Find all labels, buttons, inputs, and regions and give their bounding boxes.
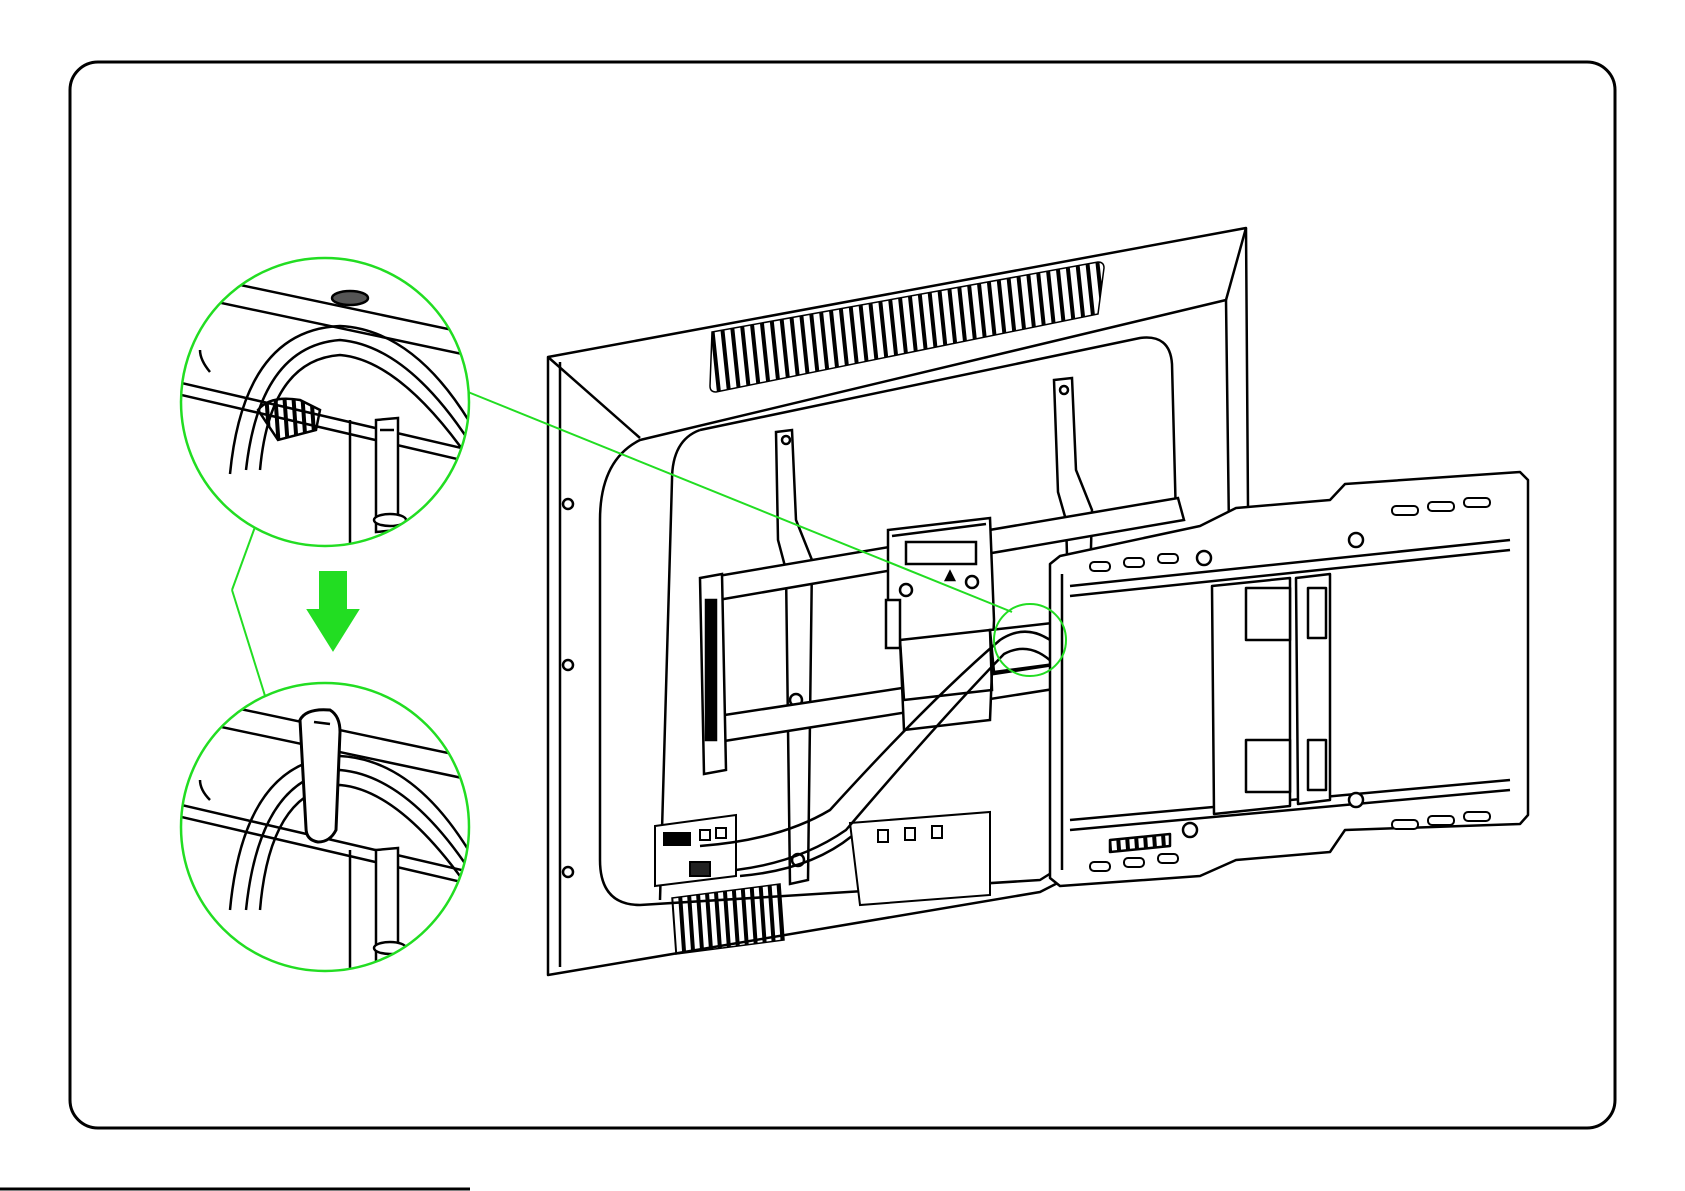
arrow-down-icon [308, 572, 358, 650]
detail-after-strap [160, 683, 500, 990]
detail-before-strap [160, 258, 500, 560]
swivel-center-plate [886, 518, 994, 730]
